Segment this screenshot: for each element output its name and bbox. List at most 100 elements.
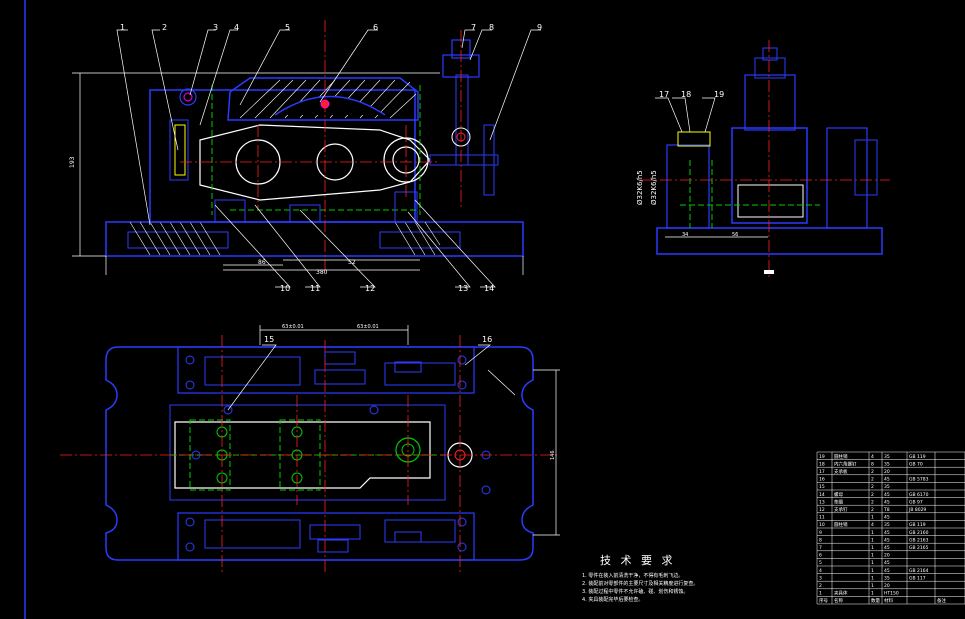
parts-cell-material: 45	[884, 492, 890, 498]
parts-cell-std: GB 117	[909, 575, 926, 581]
parts-cell-std: GB 119	[909, 522, 926, 528]
parts-cell-qty: 2	[871, 469, 874, 475]
dim-base-mid: 52	[348, 259, 356, 266]
dim-side-fit-1: Ø32K6/h5	[636, 170, 644, 205]
parts-cell-qty: 4	[871, 454, 874, 460]
parts-cell-name: 螺母	[834, 491, 843, 498]
parts-cell-qty: 1	[871, 560, 874, 566]
parts-cell-std: GB 70	[909, 461, 923, 467]
parts-header-cell: 名称	[834, 597, 843, 604]
callout-10: 10	[280, 284, 290, 293]
parts-cell-no: 16	[819, 477, 825, 483]
front-callouts: 1 2 3 4 5 6 7 8 9 10 11 12 13 14	[120, 23, 542, 293]
parts-header-cell: 材料	[884, 597, 893, 604]
parts-cell-no: 1	[819, 591, 822, 597]
parts-cell-material: 45	[884, 515, 890, 521]
parts-cell-qty: 2	[871, 507, 874, 513]
side-view-annotations	[655, 97, 768, 238]
parts-cell-std: JB 8029	[908, 507, 926, 513]
parts-cell-qty: 1	[871, 545, 874, 551]
parts-cell-qty: 1	[871, 553, 874, 559]
parts-cell-name: 夹具体	[834, 590, 848, 597]
parts-cell-qty: 1	[871, 530, 874, 536]
dim-slot-2: 63±0.01	[357, 324, 379, 330]
parts-cell-material: 35	[884, 484, 890, 490]
parts-cell-no: 3	[819, 575, 822, 581]
parts-cell-material: 35	[884, 461, 890, 467]
parts-cell-qty: 1	[871, 583, 874, 589]
callout-13: 13	[458, 284, 468, 293]
parts-cell-qty: 1	[871, 568, 874, 574]
parts-cell-name: 支承钉	[834, 506, 848, 513]
parts-cell-qty: 2	[871, 477, 874, 483]
parts-cell-name: 圆柱销	[834, 521, 848, 528]
callout-3: 3	[213, 23, 218, 32]
callout-19: 19	[714, 90, 724, 99]
parts-cell-material: 45	[884, 530, 890, 536]
callout-4: 4	[234, 23, 239, 32]
callout-1: 1	[120, 23, 125, 32]
callout-16: 16	[482, 335, 492, 344]
callout-9: 9	[537, 23, 542, 32]
parts-cell-no: 12	[819, 507, 825, 513]
parts-cell-no: 15	[819, 484, 825, 490]
callout-12: 12	[365, 284, 375, 293]
parts-cell-no: 7	[819, 545, 822, 551]
parts-cell-no: 17	[819, 469, 825, 475]
parts-cell-material: 20	[884, 469, 890, 475]
parts-cell-no: 2	[819, 583, 822, 589]
parts-cell-std: GB 119	[909, 454, 926, 460]
parts-cell-material: HT150	[884, 591, 899, 597]
parts-cell-qty: 2	[871, 492, 874, 498]
callout-6: 6	[373, 23, 378, 32]
parts-cell-std: GB 2160	[909, 530, 929, 536]
dim-side-mid: 56	[732, 232, 738, 238]
callout-2: 2	[162, 23, 167, 32]
parts-cell-no: 6	[819, 553, 822, 559]
dim-height: 193	[69, 156, 76, 168]
parts-cell-no: 14	[819, 492, 825, 498]
parts-cell-no: 5	[819, 560, 822, 566]
parts-cell-no: 8	[819, 537, 822, 543]
parts-cell-no: 19	[819, 454, 825, 460]
callout-5: 5	[285, 23, 290, 32]
parts-cell-qty: 2	[871, 499, 874, 505]
tech-requirement-3: 3. 装配过程中零件不允许磕、碰、划伤和锈蚀。	[582, 589, 689, 595]
parts-cell-qty: 8	[871, 461, 874, 467]
parts-cell-name: 支承板	[834, 468, 848, 475]
parts-header-cell: 备注	[937, 597, 946, 604]
parts-cell-material: 45	[884, 560, 890, 566]
parts-cell-std: GB 5783	[909, 477, 929, 483]
parts-cell-no: 10	[819, 522, 825, 528]
parts-header-cell: 数量	[871, 597, 880, 604]
top-callouts: 15 16	[264, 335, 492, 344]
parts-cell-material: 35	[884, 575, 890, 581]
dim-side-left: 34	[682, 232, 688, 238]
parts-cell-material: 35	[884, 454, 890, 460]
parts-cell-qty: 1	[871, 591, 874, 597]
parts-cell-material: 45	[884, 477, 890, 483]
dim-top-height: 146	[550, 450, 556, 460]
parts-cell-no: 18	[819, 461, 825, 467]
top-view-dimensions	[227, 325, 560, 536]
side-callouts: 17 18 19	[659, 90, 724, 99]
parts-cell-std: GB 97	[909, 499, 923, 505]
parts-cell-std: GB 2165	[909, 545, 929, 551]
front-view	[105, 20, 524, 270]
top-view	[60, 335, 560, 575]
tech-requirements-title: 技 术 要 求	[600, 554, 676, 567]
callout-14: 14	[484, 284, 494, 293]
parts-cell-qty: 1	[871, 515, 874, 521]
parts-header-cell: 序号	[819, 597, 828, 604]
dim-base-left: 86	[258, 259, 266, 266]
parts-cell-std: GB 2163	[909, 537, 929, 543]
parts-cell-qty: 4	[871, 522, 874, 528]
side-view	[640, 40, 890, 280]
parts-cell-no: 13	[819, 499, 825, 505]
callout-11: 11	[310, 284, 320, 293]
front-view-dimensions	[72, 72, 524, 275]
tech-requirement-1: 1. 零件在装入前清洗干净，不得有毛刺飞边。	[582, 573, 684, 579]
callout-17: 17	[659, 90, 669, 99]
